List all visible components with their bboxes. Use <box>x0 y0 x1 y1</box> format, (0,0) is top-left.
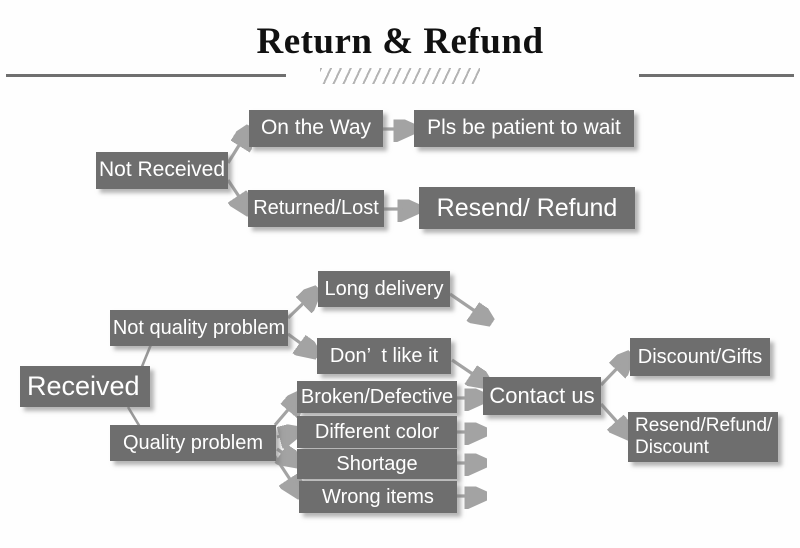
arrow-contactus-discountgifts <box>599 357 628 387</box>
arrow-notreceived-returnedlost <box>226 179 248 210</box>
node-broken-defective[interactable]: Broken/Defective <box>297 381 457 413</box>
header-divider <box>0 68 800 84</box>
node-resend-refund-discount[interactable]: Resend/Refund/ Discount <box>628 412 778 462</box>
node-not-quality-problem[interactable]: Not quality problem <box>110 310 288 346</box>
arrow-notreceived-ontheway <box>226 131 248 164</box>
node-pls-be-patient-to-wait[interactable]: Pls be patient to wait <box>414 110 634 147</box>
node-different-color[interactable]: Different color <box>297 416 457 448</box>
divider-hatch-pattern <box>320 68 480 84</box>
line-received-quality <box>126 406 142 428</box>
arrow-notquality-longdelivery <box>286 292 315 320</box>
node-on-the-way[interactable]: On the Way <box>249 110 383 147</box>
node-discount-gifts[interactable]: Discount/Gifts <box>630 338 770 376</box>
arrow-dontlikeit-contactus <box>451 358 486 383</box>
page-title: Return & Refund <box>256 21 544 62</box>
arrow-longdelivery-contactus <box>449 292 488 320</box>
divider-rule-left <box>6 74 286 77</box>
node-dont-like-it[interactable]: Don’ t like it <box>317 338 451 374</box>
arrow-contactus-resendrefunddiscount <box>599 402 628 434</box>
node-contact-us[interactable]: Contact us <box>483 377 601 415</box>
node-resend-refund[interactable]: Resend/ Refund <box>419 187 635 229</box>
node-received[interactable]: Received <box>20 366 150 407</box>
arrow-quality-differentcolor <box>276 432 296 437</box>
node-wrong-items[interactable]: Wrong items <box>299 481 457 513</box>
node-not-received[interactable]: Not Received <box>96 152 228 189</box>
node-quality-problem[interactable]: Quality problem <box>110 425 276 461</box>
arrow-quality-wrongitems <box>270 451 299 493</box>
line-received-notquality <box>139 341 154 370</box>
node-shortage[interactable]: Shortage <box>297 449 457 479</box>
arrow-quality-brokendefective <box>273 397 299 427</box>
arrow-quality-shortage <box>277 449 296 462</box>
node-long-delivery[interactable]: Long delivery <box>318 271 450 307</box>
node-returned-lost[interactable]: Returned/Lost <box>248 190 384 227</box>
divider-rule-right <box>639 74 794 77</box>
arrow-notquality-dontlikeit <box>287 332 314 353</box>
